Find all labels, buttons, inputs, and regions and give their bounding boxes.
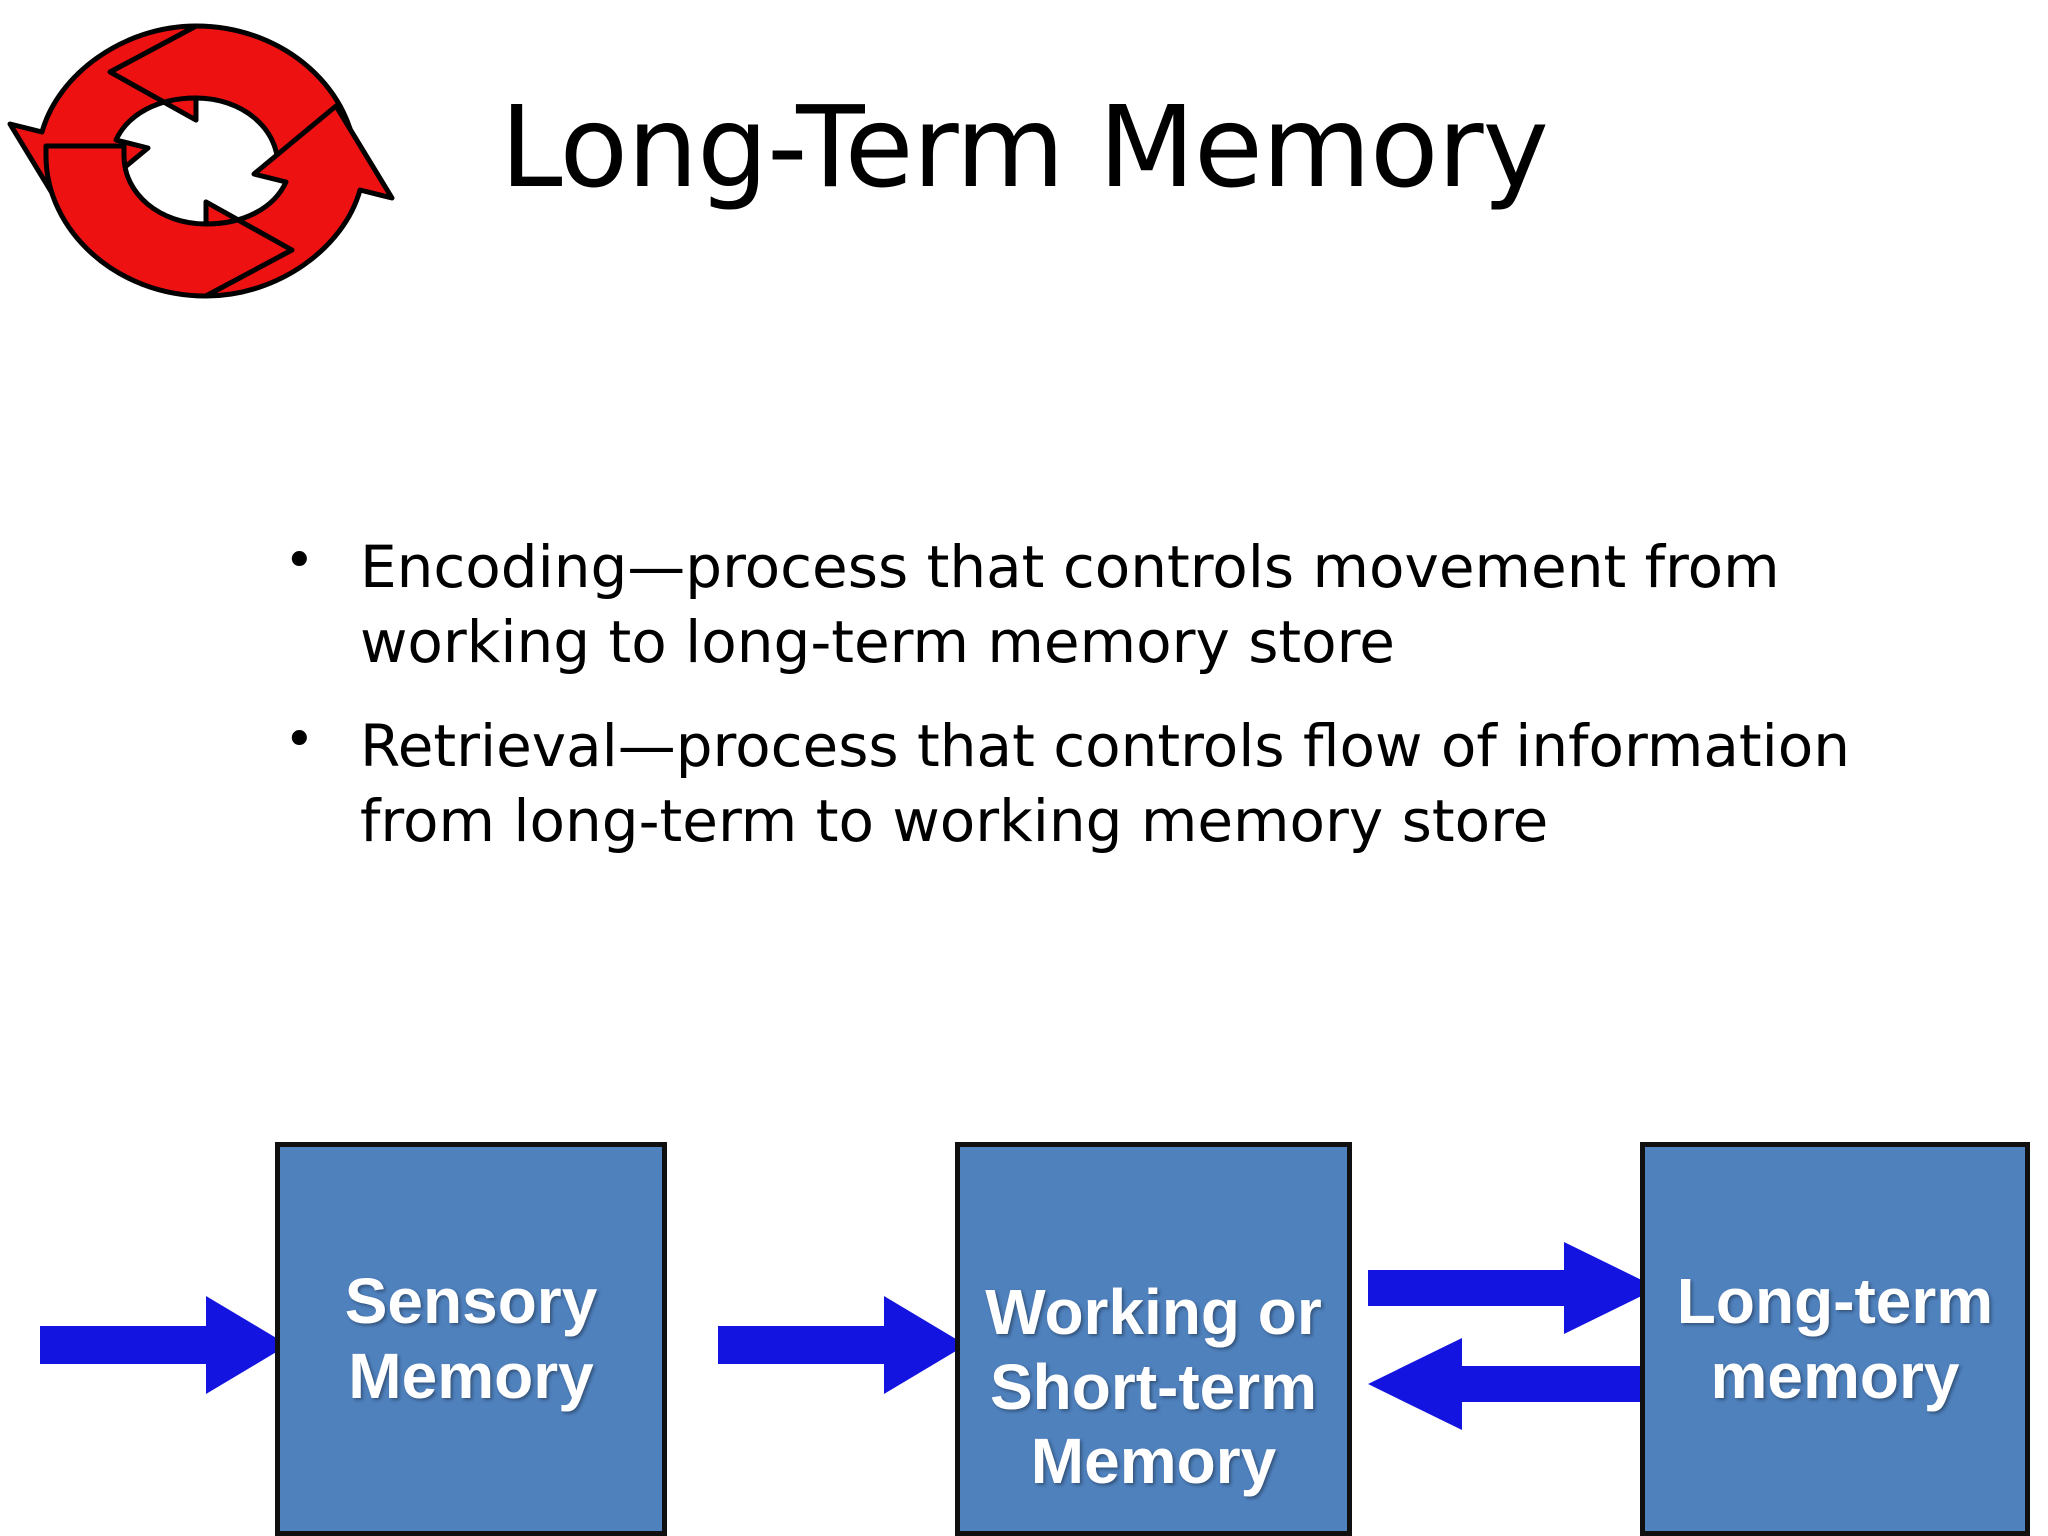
bullet-icon: • [284, 709, 315, 770]
box-working-short-term-memory-label: Working or Short-term Memory [985, 1275, 1322, 1498]
list-item: • Encoding—process that controls movemen… [272, 530, 1872, 681]
bullet-text-encoding: Encoding—process that controls movement … [360, 533, 1780, 677]
list-item: • Retrieval—process that controls flow o… [272, 709, 1872, 860]
box-long-term-memory-label: Long-term memory [1676, 1265, 1994, 1412]
cyclical-rehearsal-arrows-icon [7, 23, 395, 299]
arrow-longterm-to-working-icon [1368, 1338, 1658, 1430]
arrow-sensory-to-working-icon [718, 1296, 966, 1394]
arrow-working-to-longterm-icon [1368, 1242, 1658, 1334]
bullet-list: • Encoding—process that controls movemen… [272, 530, 1872, 888]
bullet-text-retrieval: Retrieval—process that controls flow of … [360, 711, 1850, 856]
box-long-term-memory[interactable]: Long-term memory [1640, 1142, 2030, 1536]
arrow-input-to-sensory-icon [40, 1296, 288, 1394]
page-title: Long-Term Memory [500, 83, 1549, 213]
box-working-short-term-memory[interactable]: Working or Short-term Memory [955, 1142, 1352, 1536]
box-sensory-memory-label: Sensory Memory [344, 1265, 598, 1412]
bullet-icon: • [284, 531, 315, 591]
box-sensory-memory[interactable]: Sensory Memory [275, 1142, 667, 1536]
